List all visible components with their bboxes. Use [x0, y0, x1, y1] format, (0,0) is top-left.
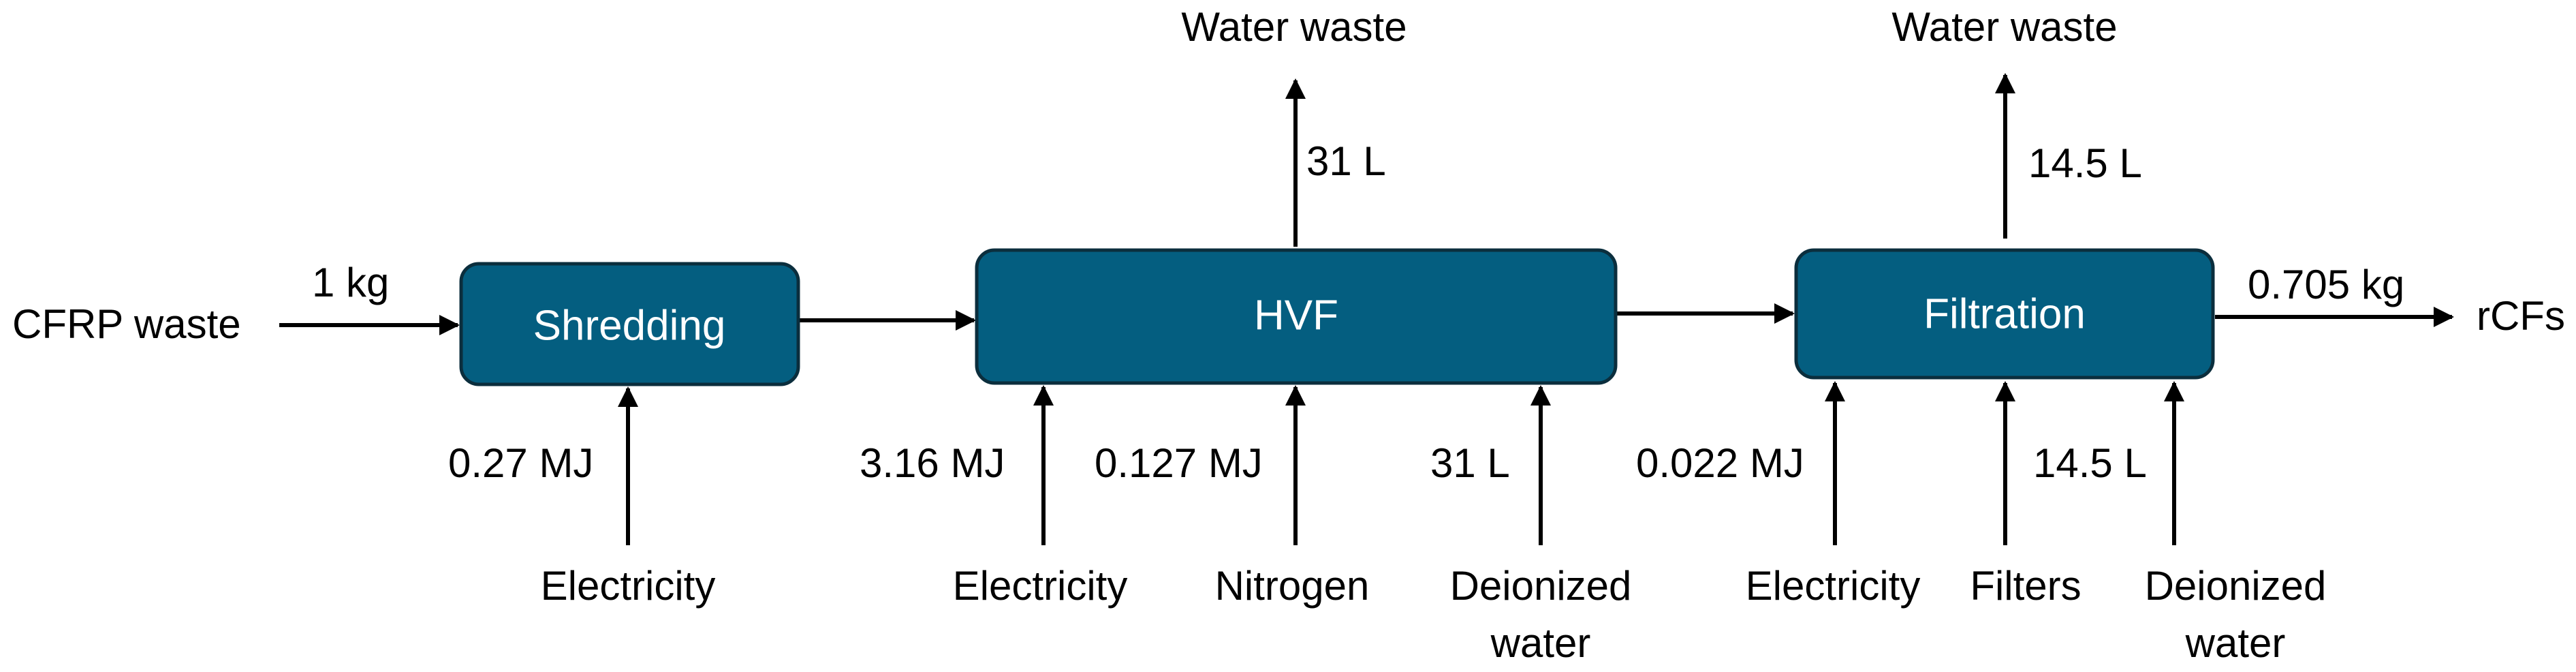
output-label: rCFs: [2477, 293, 2565, 339]
process-shredding: Shredding: [459, 262, 800, 386]
output-mass-label: 0.705 kg: [2248, 262, 2404, 307]
shredding-label: Shredding: [533, 303, 726, 350]
shredding-box: [459, 262, 800, 386]
hvf-nitrogen-amount: 0.127 MJ: [1095, 440, 1263, 486]
filtration-deionized-water-name-line1: Deionized: [2145, 563, 2327, 609]
hvf-box: [975, 248, 1618, 385]
hvf-deionized-water-amount: 31 L: [1430, 440, 1510, 486]
hvf-water-waste-name: Water waste: [1181, 4, 1407, 50]
input-mass-label: 1 kg: [312, 260, 389, 305]
process-hvf: HVF: [975, 248, 1618, 385]
filtration-label: Filtration: [1923, 291, 2086, 338]
filtration-water-waste-name: Water waste: [1891, 4, 2117, 50]
hvf-nitrogen-name: Nitrogen: [1215, 563, 1370, 609]
filtration-filters-name: Filters: [1970, 563, 2081, 609]
filtration-deionized-water-name-line2: water: [2185, 620, 2286, 666]
hvf-deionized-water-name-line2: water: [1490, 620, 1591, 666]
filtration-electricity-amount: 0.022 MJ: [1636, 440, 1804, 486]
hvf-deionized-water-name-line1: Deionized: [1450, 563, 1632, 609]
filtration-deionized-water-amount: 14.5 L: [2033, 440, 2147, 486]
filtration-box: [1794, 248, 2215, 380]
shredding-electricity-name: Electricity: [541, 563, 716, 609]
hvf-electricity-amount: 3.16 MJ: [860, 440, 1005, 486]
filtration-electricity-name: Electricity: [1746, 563, 1921, 609]
input-label: CFRP waste: [12, 301, 241, 347]
hvf-label: HVF: [1254, 292, 1338, 339]
process-filtration: Filtration: [1794, 248, 2215, 380]
filtration-water-waste-amount: 14.5 L: [2028, 140, 2142, 186]
hvf-water-waste-amount: 31 L: [1306, 138, 1386, 184]
hvf-electricity-name: Electricity: [953, 563, 1128, 609]
shredding-electricity-amount: 0.27 MJ: [448, 440, 593, 486]
